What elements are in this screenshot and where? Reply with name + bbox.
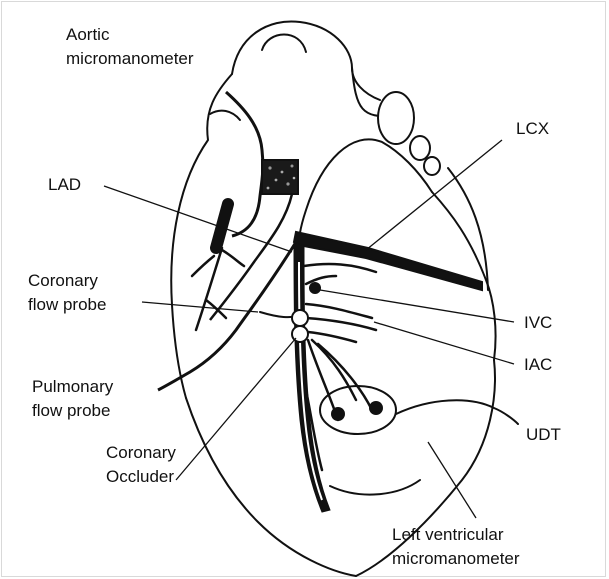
leader-lv — [428, 442, 476, 518]
vessel-ellipse-small — [424, 157, 440, 175]
label-pulmonary-probe: Pulmonary — [32, 377, 114, 396]
label-ivc: IVC — [524, 313, 552, 332]
lower-curve — [330, 480, 420, 495]
label-pulmonary-probe-2: flow probe — [32, 401, 110, 420]
label-udt: UDT — [526, 425, 561, 444]
leader-coronary-probe — [142, 302, 258, 312]
leader-lad — [104, 186, 292, 252]
label-coronary-probe: Coronary — [28, 271, 98, 290]
flow-probe-box — [262, 160, 298, 194]
aortic-arch-inner — [262, 35, 306, 53]
leader-iac — [374, 322, 514, 364]
label-aortic: Aortic — [66, 25, 110, 44]
ivc-marker — [309, 282, 321, 294]
iac-branch-b — [306, 318, 376, 330]
iac-branch-c — [308, 332, 356, 342]
occluder-ring-upper — [292, 310, 308, 326]
lcx-vessel — [294, 232, 482, 290]
label-lcx: LCX — [516, 119, 549, 138]
leader-ivc — [320, 290, 514, 322]
udt-dot-left — [331, 407, 345, 421]
left-branch-3 — [192, 256, 214, 276]
leader-occluder — [176, 338, 296, 480]
label-lv-2: micromanometer — [392, 549, 520, 568]
label-lad: LAD — [48, 175, 81, 194]
aortic-arch-outer — [232, 21, 380, 100]
pulmonary-trunk-line — [210, 111, 240, 120]
vessel-ellipse-large — [378, 92, 414, 144]
label-coronary-probe-2: flow probe — [28, 295, 106, 314]
iac-branch-a — [306, 304, 372, 318]
label-lv: Left ventricular — [392, 525, 504, 544]
vessel-ellipse-mid — [410, 136, 430, 160]
udt-ellipse — [320, 386, 396, 434]
label-aortic-2: micromanometer — [66, 49, 194, 68]
label-occluder-2: Occluder — [106, 467, 174, 486]
label-iac: IAC — [524, 355, 552, 374]
ivc-branch-2 — [306, 276, 336, 284]
valve-plane — [396, 400, 518, 424]
udt-dot-right — [369, 401, 383, 415]
ivc-branch — [304, 264, 376, 272]
label-occluder: Coronary — [106, 443, 176, 462]
left-branch-2 — [222, 250, 244, 266]
